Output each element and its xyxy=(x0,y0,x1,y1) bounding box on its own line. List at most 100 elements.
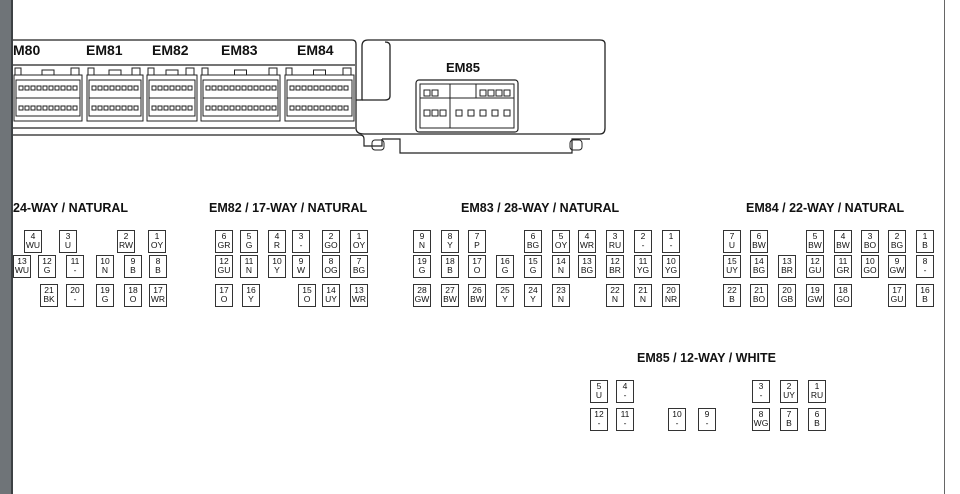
ecu-connector-detail xyxy=(259,85,265,91)
pin-wire-color: NR xyxy=(664,294,678,304)
ecu-label-m80: M80 xyxy=(13,42,41,58)
pin-number: 17 xyxy=(892,285,902,295)
em85-pin-cavity xyxy=(423,89,431,97)
pin-wire-color: OY xyxy=(554,240,568,250)
pin-wire-color: BG xyxy=(580,265,594,275)
ecu-connector-detail xyxy=(307,105,313,111)
pin-wire-color: N xyxy=(611,294,619,304)
pin-number: 10 xyxy=(666,256,676,266)
ecu-connector-detail xyxy=(121,85,127,91)
ecu-connector-detail xyxy=(48,85,54,91)
ecu-connector-detail xyxy=(265,85,271,91)
ecu-connector-detail xyxy=(109,105,115,111)
connector-4-pin: 11- xyxy=(616,408,634,431)
pin-number: 15 xyxy=(528,256,538,266)
pin-number: 2 xyxy=(328,231,334,241)
connector-4-pin: 12- xyxy=(590,408,608,431)
ecu-connector-detail xyxy=(103,85,109,91)
ecu-connector-detail xyxy=(319,85,325,91)
pin-wire-color: O xyxy=(303,294,311,304)
pin-number: 1 xyxy=(922,231,928,241)
pin-wire-color: N xyxy=(245,265,253,275)
pin-wire-color: U xyxy=(728,240,736,250)
pin-wire-color: B xyxy=(922,240,928,250)
pin-wire-color: G xyxy=(245,240,253,250)
ecu-connector-detail xyxy=(331,85,337,91)
pin-number: 22 xyxy=(727,285,737,295)
pin-wire-color: BG xyxy=(752,265,766,275)
em85-pin-cavity xyxy=(431,89,439,97)
pin-wire-color: GB xyxy=(780,294,794,304)
ecu-connector-detail xyxy=(157,85,163,91)
ecu-connector-detail xyxy=(241,105,247,111)
em85-pin-cavity xyxy=(467,109,475,117)
ecu-connector-detail xyxy=(181,85,187,91)
pin-wire-color: - xyxy=(299,240,303,250)
ecu-connector-detail xyxy=(271,85,277,91)
ecu-connector-detail xyxy=(151,105,157,111)
ecu-connector-detail xyxy=(18,105,24,111)
ecu-connector-detail xyxy=(211,105,217,111)
ecu-connector-detail xyxy=(217,105,223,111)
ecu-label-em81: EM81 xyxy=(86,42,123,58)
ecu-connector-detail xyxy=(247,85,253,91)
ecu-connector-detail xyxy=(313,105,319,111)
pin-wire-color: WG xyxy=(753,418,769,428)
ecu-connector-detail xyxy=(36,105,42,111)
pin-number: 7 xyxy=(786,409,792,419)
pin-wire-color: B xyxy=(814,418,820,428)
ecu-label-em83: EM83 xyxy=(221,42,258,58)
pin-number: 22 xyxy=(610,285,620,295)
pin-wire-color: GW xyxy=(889,265,905,275)
connector-4-pin: 3- xyxy=(752,380,770,403)
ecu-connector-detail xyxy=(295,105,301,111)
pin-number: 3 xyxy=(758,381,764,391)
em85-pin-cavity xyxy=(487,89,495,97)
pin-wire-color: GR xyxy=(836,265,850,275)
frame-right-edge xyxy=(944,0,945,494)
pin-number: 2 xyxy=(894,231,900,241)
pin-number: 1 xyxy=(154,231,160,241)
pin-number: 11 xyxy=(838,256,848,266)
ecu-connector-detail xyxy=(66,85,72,91)
pin-wire-color: P xyxy=(474,240,480,250)
pin-wire-color: - xyxy=(623,418,627,428)
pin-number: 2 xyxy=(640,231,646,241)
pin-number: 28 xyxy=(417,285,427,295)
pin-number: 3 xyxy=(612,231,618,241)
ecu-connector-detail xyxy=(13,74,83,122)
pin-number: 10 xyxy=(272,256,282,266)
ecu-connector-detail xyxy=(181,105,187,111)
pin-wire-color: - xyxy=(675,418,679,428)
pin-wire-color: B xyxy=(155,265,161,275)
pin-wire-color: N xyxy=(557,265,565,275)
pin-wire-color: - xyxy=(73,265,77,275)
pin-number: 7 xyxy=(729,231,735,241)
em85-pin-cavity xyxy=(479,109,487,117)
pin-wire-color: RU xyxy=(608,240,622,250)
ecu-connector-detail xyxy=(147,67,195,75)
pin-wire-color: GO xyxy=(324,240,338,250)
pin-number: 3 xyxy=(867,231,873,241)
pin-number: 11 xyxy=(244,256,254,266)
pin-wire-color: - xyxy=(705,418,709,428)
pin-wire-color: BG xyxy=(890,240,904,250)
